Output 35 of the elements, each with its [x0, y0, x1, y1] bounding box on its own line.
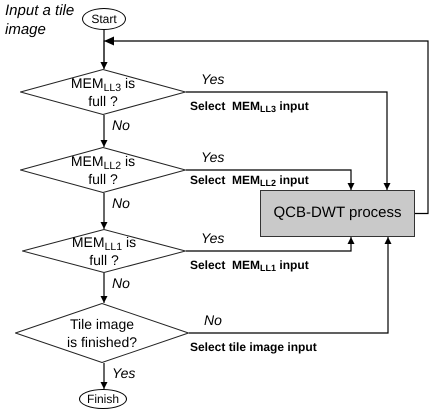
arrow — [189, 237, 392, 334]
node-text: MEM$_{LL3}$ is full ? — [70, 75, 136, 109]
input-note: Select tile image input — [190, 340, 317, 355]
input-note: Select MEM$_{LL1}$ input — [190, 258, 309, 273]
arrow — [100, 193, 108, 229]
edge-label: Yes — [112, 365, 136, 382]
edge-label: Yes — [201, 149, 224, 166]
edge-label: No — [112, 117, 130, 134]
node-text: Start — [91, 11, 117, 28]
node-caption: Input a tile image — [5, 1, 76, 39]
input-note: Select MEM$_{LL2}$ input — [190, 173, 309, 188]
decision-diamond — [20, 69, 186, 115]
decision-diamond — [22, 229, 186, 273]
node-text: QCB-DWT process — [273, 203, 402, 224]
arrow — [100, 273, 108, 303]
arrow — [100, 36, 429, 214]
edge-label: Yes — [201, 230, 224, 247]
edge-label: Yes — [201, 71, 224, 88]
arrow — [100, 115, 108, 147]
arrow — [186, 91, 390, 190]
process-box — [260, 190, 415, 237]
arrow — [186, 237, 354, 252]
edge-label: No — [112, 275, 130, 292]
arrow — [100, 363, 108, 389]
decision-diamond — [20, 147, 186, 193]
decision-diamond — [15, 303, 189, 363]
node-text: Finish — [86, 391, 119, 408]
edge-label: No — [112, 195, 130, 212]
arrow — [186, 169, 354, 190]
end-terminal — [79, 389, 127, 409]
node-text: Tile image is finished? — [66, 316, 138, 350]
input-note: Select MEM$_{LL3}$ input — [190, 99, 309, 114]
node-text: MEM$_{LL1}$ is full ? — [72, 234, 136, 268]
edge-label: No — [204, 312, 222, 329]
node-text: MEM$_{LL2}$ is full ? — [70, 153, 136, 187]
